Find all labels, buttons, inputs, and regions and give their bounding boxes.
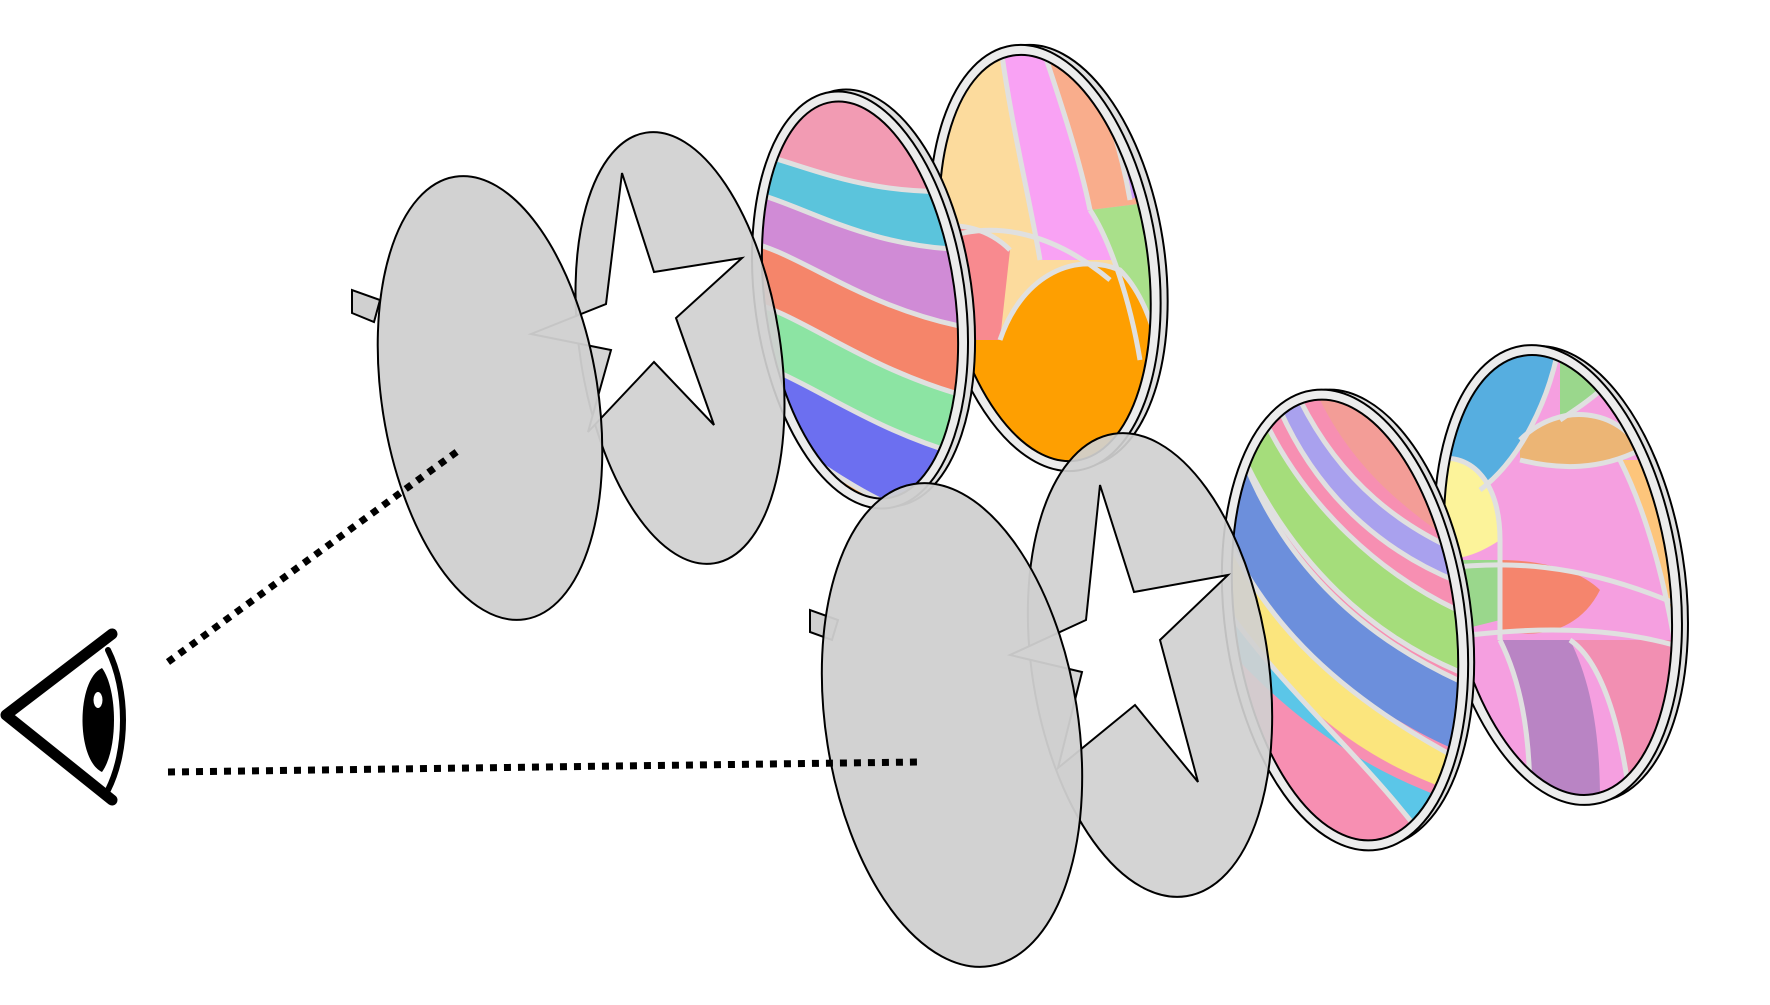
lower-sight-line <box>167 758 919 776</box>
lower-occluder-disc <box>809 482 1084 968</box>
sight-lines <box>165 445 919 776</box>
upper-occluder-disc <box>351 175 604 621</box>
eye-icon <box>0 628 126 806</box>
upper-sight-line <box>165 445 465 665</box>
upper-wave-stained-glass-disc <box>739 88 981 512</box>
